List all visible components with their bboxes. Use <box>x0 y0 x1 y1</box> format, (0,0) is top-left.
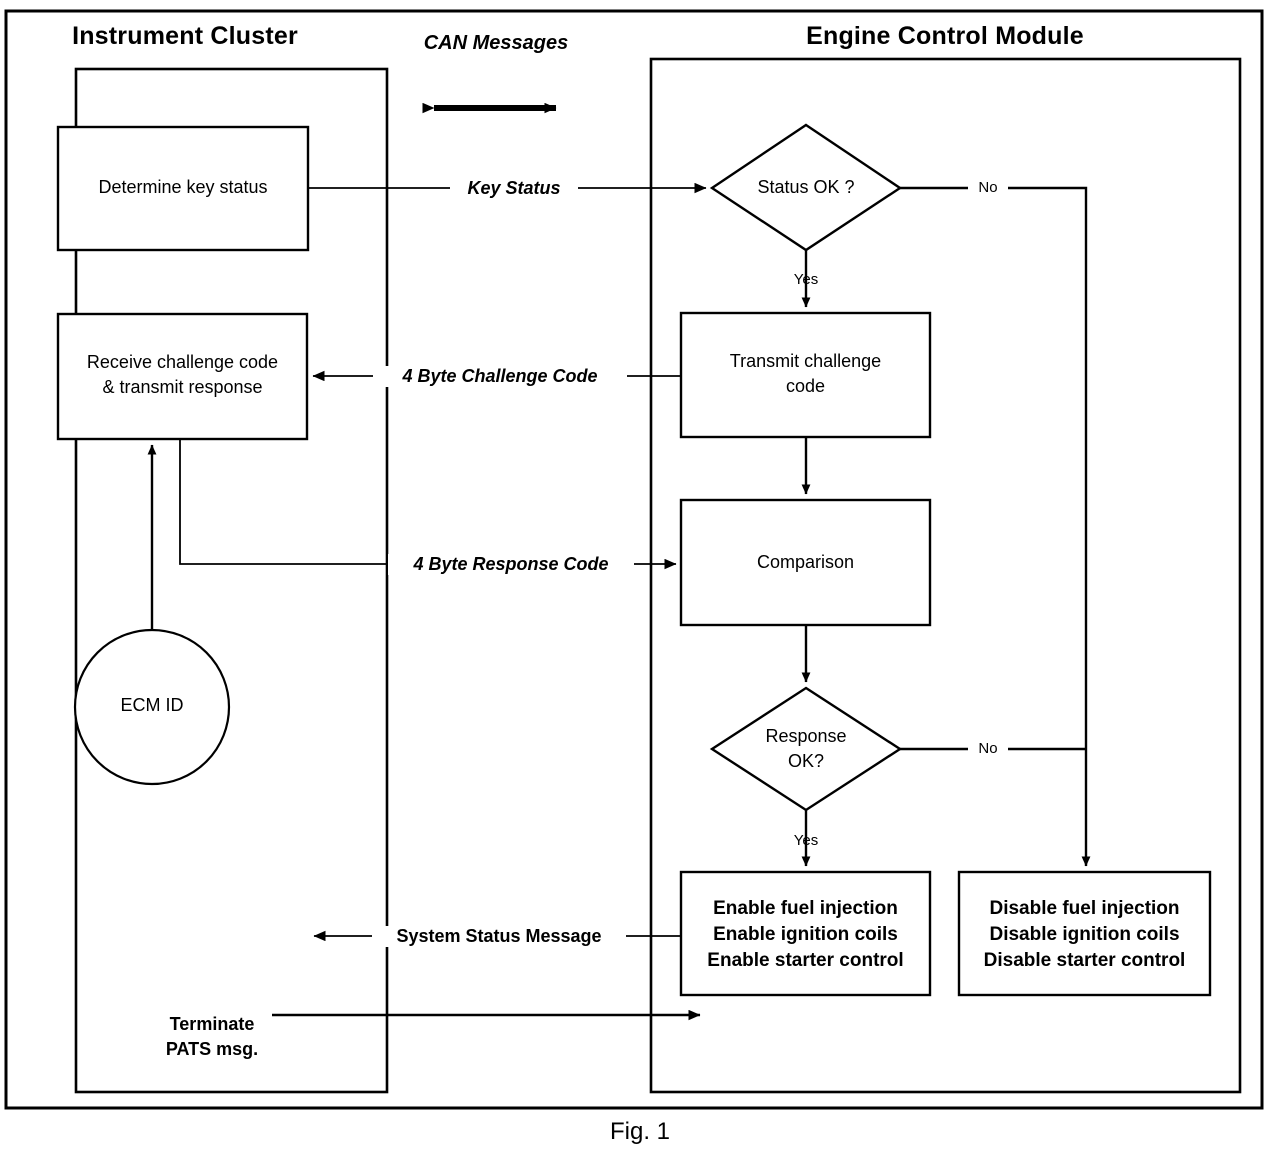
terminate-pats-label-line1: Terminate <box>169 1014 255 1034</box>
disable-actions-label-line3: Disable starter control <box>983 950 1186 971</box>
can-messages-label: CAN Messages <box>423 32 569 54</box>
key-status-message-label: Key Status <box>450 178 578 200</box>
enable-actions-box <box>679 870 932 997</box>
engine-control-module-lane-frame <box>649 57 1242 1094</box>
status-ok-yes-label: Yes <box>793 271 819 288</box>
transmit-challenge-code-label-line1: Transmit challenge <box>729 351 882 371</box>
response-ok-no-label: No <box>968 740 1008 758</box>
comparison-box <box>679 498 932 627</box>
figure-caption: Fig. 1 <box>609 1118 671 1145</box>
disable-actions-label-line1: Disable fuel injection <box>989 898 1180 919</box>
outer-border <box>4 9 1264 1110</box>
response-ok-yes-label: Yes <box>793 832 819 849</box>
enable-actions-label-line3: Enable starter control <box>707 950 904 971</box>
disable-actions-box <box>957 870 1212 997</box>
receive-challenge-code-box <box>56 312 309 441</box>
receive-challenge-code-label-line1: Receive challenge code <box>86 352 279 372</box>
disable-actions-label-line2: Disable ignition coils <box>989 924 1180 945</box>
status-ok-label: Status OK ? <box>757 177 855 197</box>
system-status-message-label: System Status Message <box>372 926 626 948</box>
terminate-pats-label-line2: PATS msg. <box>165 1039 259 1059</box>
status-ok-no-label: No <box>968 179 1008 197</box>
challenge-code-message-label: 4 Byte Challenge Code <box>373 366 627 388</box>
transmit-challenge-code-box <box>679 311 932 439</box>
determine-key-status-label: Determine key status <box>98 177 268 197</box>
enable-actions-label-line1: Enable fuel injection <box>713 898 898 919</box>
response-code-line-left <box>179 439 388 565</box>
response-ok-diamond <box>709 686 903 812</box>
status-ok-no-connector <box>900 186 1091 867</box>
ecm-id-label: ECM ID <box>120 695 184 715</box>
response-ok-label-line2: OK? <box>787 751 825 771</box>
instrument-cluster-lane-frame <box>74 67 389 1094</box>
comparison-label: Comparison <box>756 552 855 572</box>
instrument-cluster-title: Instrument Cluster <box>72 22 298 50</box>
determine-key-status-box <box>56 125 310 252</box>
enable-actions-label-line2: Enable ignition coils <box>713 924 898 945</box>
response-code-message-label: 4 Byte Response Code <box>388 554 634 576</box>
response-ok-label-line1: Response <box>765 726 847 746</box>
receive-challenge-code-label-line2: & transmit response <box>102 377 263 397</box>
engine-control-module-title: Engine Control Module <box>806 22 1084 50</box>
transmit-challenge-code-label-line2: code <box>785 376 826 396</box>
